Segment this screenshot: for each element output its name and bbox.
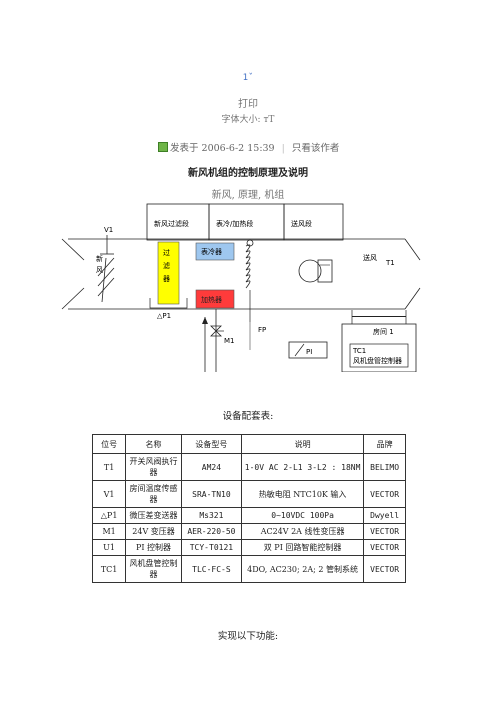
table-row: T1 开关风阀执行器 AM24 1-0V AC 2-L1 3-L2 : 18NM…	[91, 453, 406, 481]
view-author-link[interactable]: 只看该作者	[291, 143, 340, 154]
valve-arrow	[202, 317, 208, 324]
header-tag: 位号	[91, 434, 127, 454]
separator: |	[281, 143, 285, 154]
label-supply-air: 送风	[363, 253, 377, 262]
cooler-block	[195, 242, 235, 261]
pi-controller	[288, 341, 328, 359]
heater-label: 加热器	[201, 295, 222, 304]
header-model: 设备型号	[180, 434, 243, 454]
post-info-line: 发表于 2006-6-2 15:39 | 只看该作者	[158, 140, 339, 154]
print-link[interactable]: 打印	[238, 99, 258, 110]
duct-end-bottom	[404, 287, 421, 310]
tc1-box	[349, 343, 409, 368]
article-tags: 新风, 原理, 机组	[211, 190, 285, 201]
table-row: TC1 风机盘管控制器 TLC-FC-S 4DO, AC230; 2A; 2 管…	[91, 555, 406, 583]
fan-icon	[298, 259, 322, 283]
page-marker: 1ˇ	[242, 73, 254, 83]
label-tc1: TC1	[352, 347, 366, 355]
filter-block	[157, 241, 180, 305]
table-row: M1 24V 变压器 AER-220-50 AC24V 2A 线性变压器 VEC…	[91, 523, 406, 540]
section-label-supply: 送风段	[291, 219, 312, 228]
label-m1: M1	[224, 337, 235, 345]
functions-label: 实现以下功能:	[217, 631, 279, 642]
label-v1: V1	[104, 226, 113, 234]
label-dp1: △P1	[157, 312, 171, 320]
label-fp: FP	[258, 326, 266, 334]
font-size-control[interactable]: 字体大小: тT	[221, 115, 275, 125]
inlet-top	[61, 238, 85, 261]
table-row: △P1 微压差变送器 Ms321 0~10VDC 100Pa Dwyell	[91, 507, 406, 524]
header-desc: 说明	[240, 434, 365, 454]
section-label-filter: 新风过滤段	[154, 219, 189, 228]
filter-label-1: 过	[163, 248, 170, 257]
label-fresh-air-2: 风	[96, 266, 103, 274]
section-label-coil: 表冷/加热段	[216, 219, 253, 228]
label-fresh-air-1: 新	[96, 254, 103, 263]
label-fan-coil-ctrl: 风机盘管控制器	[353, 356, 402, 365]
filter-label-2: 滤	[163, 261, 170, 270]
dp-bracket	[149, 298, 188, 309]
coil-sensor	[245, 244, 251, 289]
header-brand: 品牌	[363, 434, 406, 454]
label-t1: T1	[385, 259, 395, 267]
duct-end-top	[404, 238, 421, 261]
cooler-label: 表冷器	[201, 247, 222, 256]
valve-m1-icon	[210, 325, 222, 337]
inlet-bottom	[61, 287, 85, 310]
control-diagram: 新风过滤段 表冷/加热段 送风段 V1 新 风 过 滤 器 △P1 表冷器 加热…	[61, 203, 421, 372]
filter-label-3: 器	[163, 275, 170, 283]
post-date: 发表于 2006-6-2 15:39	[170, 143, 275, 154]
label-room: 房间 1	[373, 327, 394, 336]
table-row: V1 房间温度传感器 SRA-TN10 热敏电阻 NTC10K 输入 VECTO…	[91, 480, 406, 508]
section-box-supply	[283, 203, 344, 241]
room-box	[341, 323, 417, 372]
label-pi: PI	[306, 348, 312, 356]
equipment-caption: 设备配套表:	[222, 411, 274, 422]
header-name: 名称	[125, 434, 182, 454]
table-row: U1 PI 控制器 TCY-T0121 双 PI 回路智能控制器 VECTOR	[91, 539, 406, 556]
equipment-table: 位号 名称 设备型号 说明 品牌 T1 开关风阀执行器 AM24 1-0V AC…	[91, 434, 406, 583]
post-icon	[158, 142, 168, 152]
heater-block	[195, 289, 235, 309]
article-title: 新风机组的控制原理及说明	[188, 168, 308, 179]
table-header-row: 位号 名称 设备型号 说明 品牌	[91, 434, 406, 454]
